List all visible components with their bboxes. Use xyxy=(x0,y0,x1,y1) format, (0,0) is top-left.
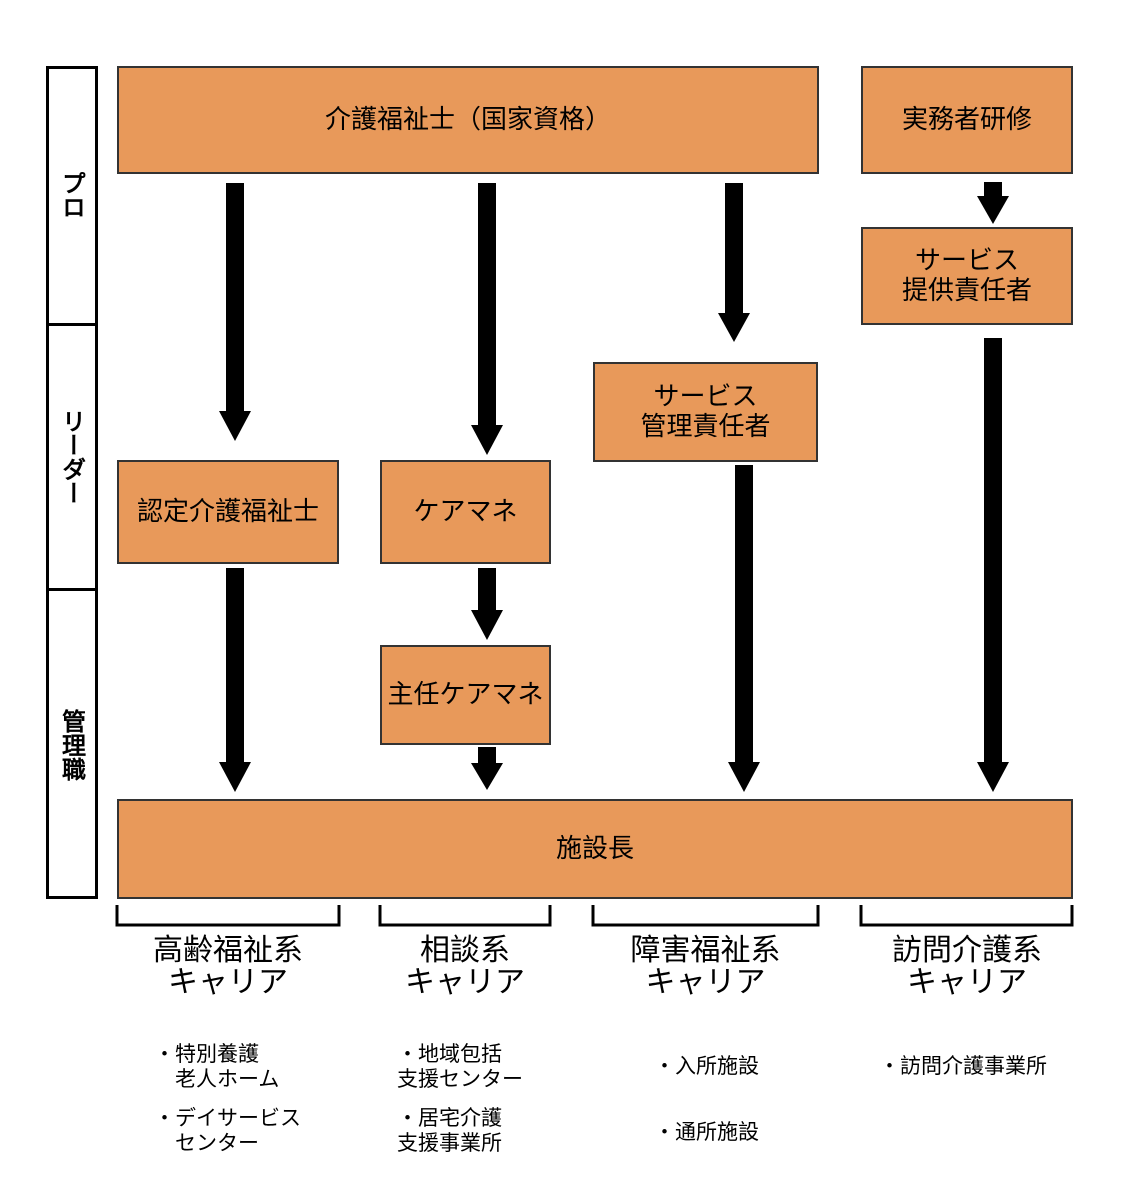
arrow-down-icon xyxy=(219,568,251,792)
level-manager: 管理職 xyxy=(46,591,98,899)
box-kaigo-fukushishi: 介護福祉士（国家資格） xyxy=(117,66,819,174)
arrow-down-icon xyxy=(977,182,1009,224)
career-bracket xyxy=(378,905,552,927)
box-service-kanri-sekininsha: サービス 管理責任者 xyxy=(593,362,818,462)
box-jitsumusha-kenshu: 実務者研修 xyxy=(861,66,1073,174)
level-divider xyxy=(46,588,98,591)
level-divider xyxy=(46,323,98,326)
arrow-down-icon xyxy=(471,183,503,455)
arrow-down-icon xyxy=(718,183,750,342)
career-sodan: 相談系 キャリア xyxy=(405,933,525,1000)
career-bracket xyxy=(591,905,820,927)
box-caremane: ケアマネ xyxy=(380,460,551,564)
facility-item: ・通所施設 xyxy=(654,1120,759,1144)
career-bracket xyxy=(115,905,341,927)
box-shunin-caremane: 主任ケアマネ xyxy=(380,645,551,745)
box-service-teikyo-sekininsha: サービス 提供責任者 xyxy=(861,227,1073,325)
career-bracket xyxy=(859,905,1074,927)
facility-item: ・特別養護 老人ホーム xyxy=(154,1042,280,1091)
facility-item: ・地域包括 支援センター xyxy=(397,1042,523,1091)
arrow-down-icon xyxy=(471,747,503,790)
arrow-down-icon xyxy=(219,183,251,441)
facility-item: ・入所施設 xyxy=(654,1054,759,1078)
arrow-down-icon xyxy=(471,568,503,640)
facility-item: ・居宅介護 支援事業所 xyxy=(397,1106,502,1155)
level-leader-label: リーダー xyxy=(57,409,86,505)
box-shisetsucho: 施設長 xyxy=(117,799,1073,899)
arrow-down-icon xyxy=(977,338,1009,792)
level-column xyxy=(46,66,98,899)
box-nintei-kaigo-fukushishi: 認定介護福祉士 xyxy=(117,460,339,564)
level-leader: リーダー xyxy=(46,326,98,588)
level-manager-label: 管理職 xyxy=(57,709,86,781)
level-pro: プロ xyxy=(46,66,98,323)
career-shogaifukushi: 障害福祉系 キャリア xyxy=(630,933,781,1000)
arrow-down-icon xyxy=(728,465,760,792)
career-homonkaigo: 訪問介護系 キャリア xyxy=(892,933,1042,1000)
level-pro-label: プロ xyxy=(57,170,86,219)
facility-item: ・デイサービス センター xyxy=(154,1106,301,1155)
facility-item: ・訪問介護事業所 xyxy=(879,1054,1047,1078)
career-koreifukushi: 高齢福祉系 キャリア xyxy=(153,933,303,1000)
